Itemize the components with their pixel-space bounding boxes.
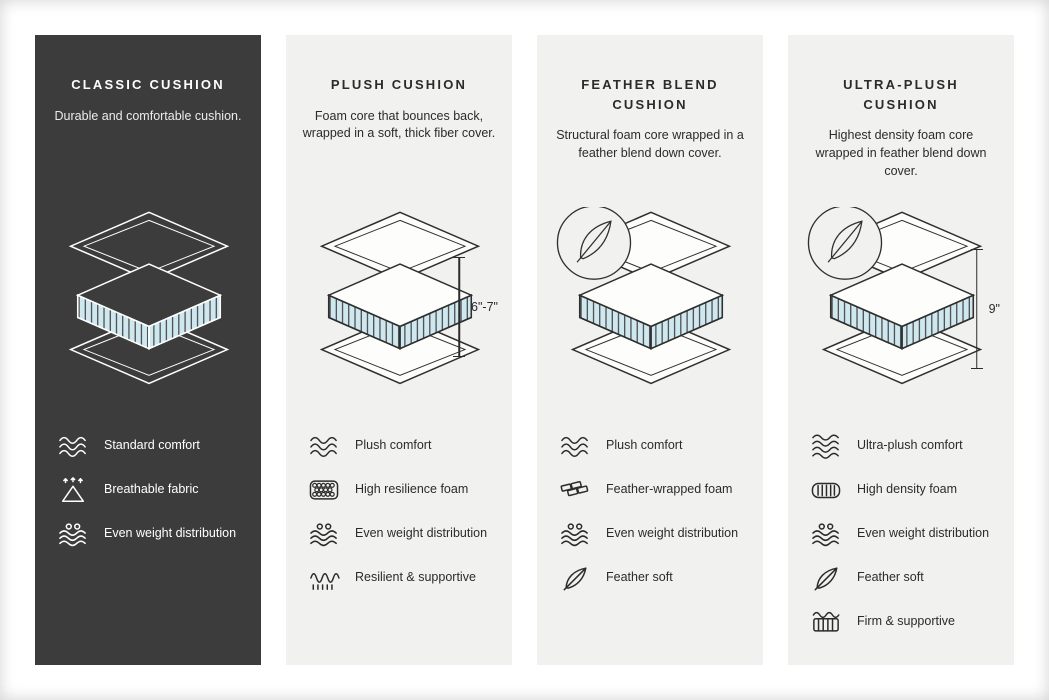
- cushion-illustration-area: [51, 207, 245, 429]
- comfort-waves-icon: [557, 432, 593, 460]
- cushion-illustration-area: [553, 207, 747, 429]
- feature-label: Feather-wrapped foam: [606, 482, 733, 497]
- feature-row: Feather soft: [808, 561, 998, 594]
- foam-core: [326, 263, 474, 350]
- feature-row: High resilience foam: [306, 473, 496, 506]
- feature-label: Feather soft: [857, 570, 924, 585]
- height-dimension: 6"-7": [453, 257, 498, 357]
- dimension-label: 9": [988, 302, 1000, 316]
- feather-icon: [557, 564, 593, 592]
- feature-label: Ultra-plush comfort: [857, 438, 963, 453]
- feature-row: Breathable fabric: [55, 473, 245, 506]
- high-density-foam-icon: [808, 476, 844, 504]
- panel-header: FEATHER BLEND CUSHION Structural foam co…: [553, 75, 747, 207]
- cushion-diagram: [556, 207, 732, 385]
- breathable-fabric-icon: [55, 476, 91, 504]
- feature-label: Even weight distribution: [104, 526, 237, 541]
- comfort-waves-icon: [808, 432, 844, 460]
- panel-feather-blend-cushion: FEATHER BLEND CUSHION Structural foam co…: [537, 35, 763, 665]
- dimension-line: [453, 257, 466, 357]
- feature-row: Plush comfort: [557, 429, 747, 462]
- feature-list: Plush comfort Feather-wrapped foam: [553, 429, 747, 594]
- feature-list: Standard comfort Breathable fabric: [51, 429, 245, 550]
- bottom-cover: [821, 314, 983, 385]
- spring-support-icon: [306, 564, 342, 592]
- feature-list: Plush comfort High resilience foam: [302, 429, 496, 594]
- bottom-cover: [570, 314, 732, 385]
- feature-list: Ultra-plush comfort High density foam: [804, 429, 998, 638]
- panel-description: Foam core that bounces back, wrapped in …: [302, 108, 496, 141]
- feature-label: Even weight distribution: [355, 526, 488, 541]
- feather-icon: [808, 564, 844, 592]
- feature-row: Plush comfort: [306, 429, 496, 462]
- panel-description: Durable and comfortable cushion.: [54, 108, 242, 123]
- panel-title: CLASSIC CUSHION: [71, 77, 225, 92]
- panel-header: ULTRA-PLUSH CUSHION Highest density foam…: [804, 75, 998, 207]
- feature-row: Resilient & supportive: [306, 561, 496, 594]
- panel-header: PLUSH CUSHION Foam core that bounces bac…: [302, 75, 496, 207]
- feature-row: Standard comfort: [55, 429, 245, 462]
- panel-description: Highest density foam core wrapped in fea…: [815, 128, 987, 178]
- dimension-label: 6"-7": [471, 300, 498, 314]
- even-weight-icon: [306, 520, 342, 548]
- panel-title: PLUSH CUSHION: [330, 77, 468, 92]
- resilience-foam-icon: [306, 476, 342, 504]
- foam-core: [577, 263, 725, 350]
- panel-title: ULTRA-PLUSH CUSHION: [843, 77, 959, 112]
- feature-label: Plush comfort: [606, 438, 683, 453]
- feature-row: Even weight distribution: [557, 517, 747, 550]
- cushion-diagram: [319, 211, 481, 385]
- cushion-illustration-area: 6"-7": [302, 207, 498, 429]
- feature-label: Firm & supportive: [857, 614, 955, 629]
- comfort-waves-icon: [306, 432, 342, 460]
- feather-badge-icon: [556, 207, 632, 280]
- feature-label: Standard comfort: [104, 438, 200, 453]
- feature-row: Feather soft: [557, 561, 747, 594]
- cushion-diagram: [68, 211, 230, 385]
- feature-row: Even weight distribution: [306, 517, 496, 550]
- panel-title: FEATHER BLEND CUSHION: [581, 77, 719, 112]
- foam-core: [75, 263, 223, 350]
- firm-support-icon: [808, 608, 844, 636]
- panel-description: Structural foam core wrapped in a feathe…: [556, 128, 744, 160]
- feather-wrapped-foam-icon: [557, 476, 593, 504]
- even-weight-icon: [808, 520, 844, 548]
- height-dimension: 9": [970, 249, 1000, 369]
- feature-label: Resilient & supportive: [355, 570, 476, 585]
- foam-core: [828, 263, 976, 350]
- feature-label: Plush comfort: [355, 438, 432, 453]
- comfort-waves-icon: [55, 432, 91, 460]
- feature-label: High density foam: [857, 482, 958, 497]
- feature-label: Even weight distribution: [606, 526, 739, 541]
- feather-badge-icon: [807, 207, 883, 280]
- feature-row: Ultra-plush comfort: [808, 429, 998, 462]
- bottom-cover: [68, 314, 230, 385]
- panel-ultra-plush-cushion: ULTRA-PLUSH CUSHION Highest density foam…: [788, 35, 1014, 665]
- feature-label: Breathable fabric: [104, 482, 199, 497]
- feature-label: Even weight distribution: [857, 526, 990, 541]
- feature-row: Even weight distribution: [55, 517, 245, 550]
- feature-row: High density foam: [808, 473, 998, 506]
- dimension-line: [970, 249, 983, 369]
- even-weight-icon: [557, 520, 593, 548]
- panel-header: CLASSIC CUSHION Durable and comfortable …: [51, 75, 245, 207]
- panel-plush-cushion: PLUSH CUSHION Foam core that bounces bac…: [286, 35, 512, 665]
- even-weight-icon: [55, 520, 91, 548]
- feature-label: High resilience foam: [355, 482, 469, 497]
- feature-row: Even weight distribution: [808, 517, 998, 550]
- feature-label: Feather soft: [606, 570, 673, 585]
- panel-classic-cushion: CLASSIC CUSHION Durable and comfortable …: [35, 35, 261, 665]
- feature-row: Feather-wrapped foam: [557, 473, 747, 506]
- feature-row: Firm & supportive: [808, 605, 998, 638]
- cushion-diagram: [807, 207, 983, 385]
- cushion-illustration-area: 9": [804, 207, 1000, 429]
